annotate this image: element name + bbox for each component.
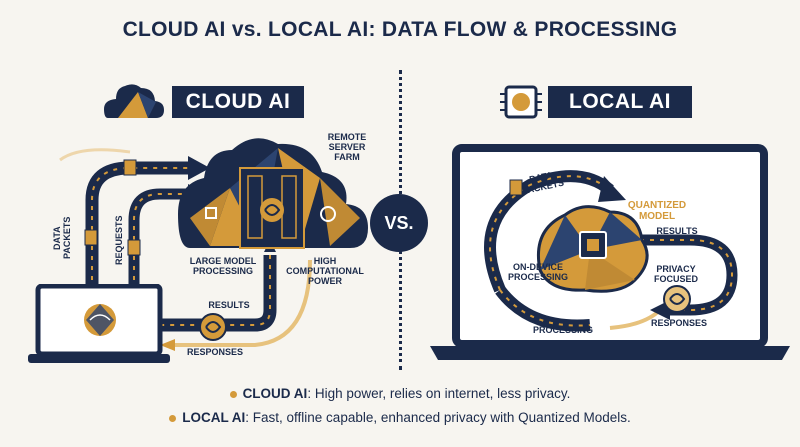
- legend-cloud-name: CLOUD AI: [242, 386, 308, 401]
- large-model-processing-label: LARGE MODEL PROCESSING: [189, 256, 257, 276]
- high-computational-power-label: HIGH COMPUTATIONAL POWER: [286, 256, 364, 286]
- privacy-brain-icon: [663, 285, 691, 313]
- legend-local-name: LOCAL AI: [182, 410, 246, 425]
- local-processing-label: PROCESSING: [532, 325, 593, 335]
- quantized-model-label: QUANTIZED MODEL: [627, 200, 687, 222]
- cloud-flow-arrows: [59, 148, 312, 351]
- cloud-logo-icon: [104, 84, 164, 118]
- cloud-ai-banner: CLOUD AI: [172, 86, 304, 118]
- cloud-results-label: RESULTS: [208, 300, 250, 310]
- cloud-requests-label: REQUESTS: [114, 215, 124, 265]
- legend-local-text: : Fast, offline capable, enhanced privac…: [245, 410, 631, 425]
- local-responses-label: RESPONSES: [650, 318, 708, 328]
- legend-bullet-icon: [169, 414, 177, 422]
- local-results-label: RESULTS: [656, 226, 698, 236]
- legend-cloud: CLOUD AI: High power, relies on internet…: [0, 386, 800, 401]
- legend-cloud-text: : High power, relies on internet, less p…: [307, 386, 571, 401]
- chip-logo-icon: [500, 85, 542, 119]
- remote-server-cloud-icon: [178, 138, 368, 249]
- local-ai-banner: LOCAL AI: [548, 86, 692, 118]
- legend-bullet-icon: [229, 390, 237, 398]
- response-brain-icon: [199, 313, 227, 341]
- local-flow-arrows: [484, 170, 738, 332]
- page-title: CLOUD AI vs. LOCAL AI: DATA FLOW & PROCE…: [122, 18, 678, 41]
- vs-badge: VS.: [370, 194, 428, 252]
- cloud-responses-label: RESPONSES: [186, 347, 244, 357]
- remote-server-farm-label: REMOTE SERVER FARM: [327, 132, 367, 162]
- client-laptop-icon: [28, 284, 170, 363]
- legend-local: LOCAL AI: Fast, offline capable, enhance…: [0, 410, 800, 425]
- on-device-processing-label: ON-DEVICE PROCESSING: [507, 262, 568, 282]
- cloud-data-packets-label: DATA PACKETS: [52, 216, 72, 260]
- privacy-focused-label: PRIVACY FOCUSED: [653, 264, 698, 284]
